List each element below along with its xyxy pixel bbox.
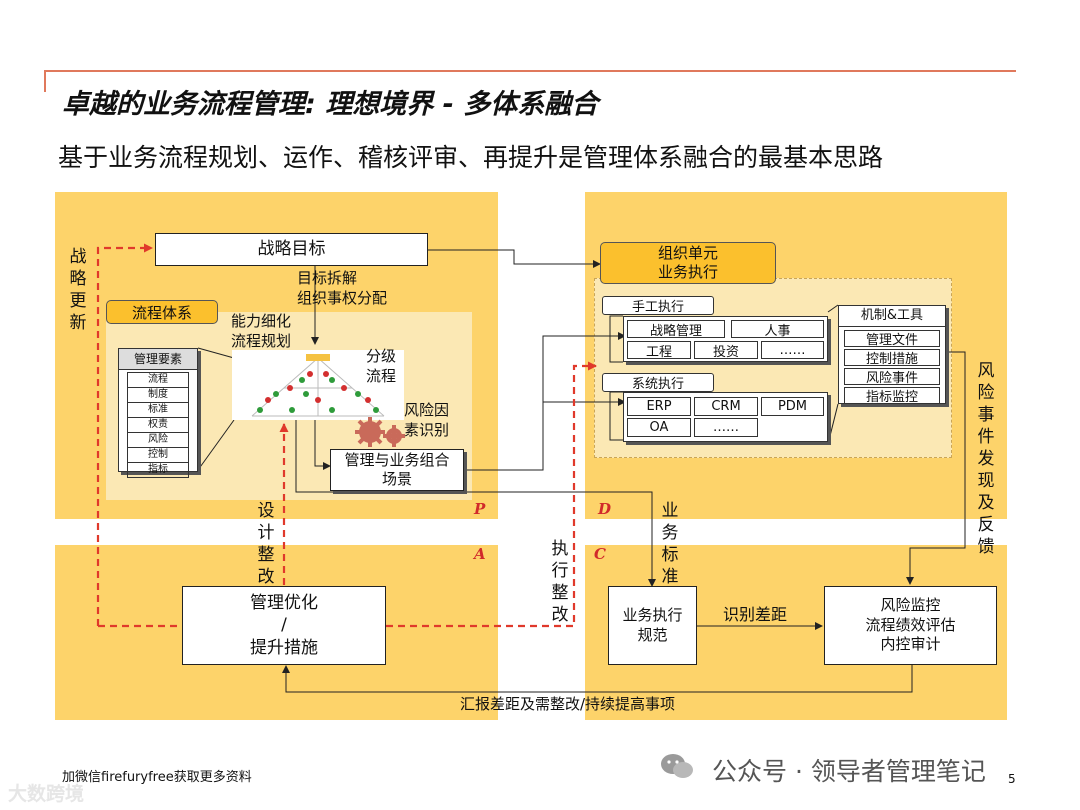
gear-icon <box>352 414 408 448</box>
monitor-line-1: 风险监控 <box>880 596 940 616</box>
system-cell: PDM <box>761 397 824 416</box>
scenario-line-2: 场景 <box>382 470 412 490</box>
label-process-planning: 流程规划 <box>231 331 291 351</box>
manual-execution-title: 手工执行 <box>602 296 714 315</box>
bracket-mgmt-top <box>198 420 234 470</box>
process-system-tag: 流程体系 <box>106 300 218 324</box>
label-business-standard: 业务标准 <box>660 500 680 588</box>
monitor-line-2: 流程绩效评估 <box>865 616 955 636</box>
exec-norm-box: 业务执行 规范 <box>608 586 697 665</box>
bracket-mech-bottom <box>828 404 838 444</box>
optimize-box: 管理优化 / 提升措施 <box>182 586 386 665</box>
footer-note: 加微信firefuryfree获取更多资料 <box>62 766 252 785</box>
label-goal-breakdown: 目标拆解 <box>297 268 357 288</box>
mgmt-element-item: 风险 <box>128 433 188 448</box>
label-report-gap: 汇报差距及需整改/持续提高事项 <box>460 694 675 714</box>
system-cell: ERP <box>627 397 691 416</box>
manual-cell: 工程 <box>627 341 691 359</box>
system-cell: …… <box>694 418 758 437</box>
label-execute-rectify: 执行整改 <box>550 538 570 626</box>
label-tiered: 分级 <box>366 346 396 366</box>
mgmt-element-item: 标准 <box>128 403 188 418</box>
mgmt-element-item: 控制 <box>128 448 188 463</box>
mgmt-elements-title: 管理要素 <box>119 349 197 370</box>
scenario-line-1: 管理与业务组合 <box>344 451 449 471</box>
mechanism-item: 指标监控 <box>844 387 940 404</box>
label-design-rectify: 设计整改 <box>256 500 276 588</box>
manual-cell: 战略管理 <box>627 320 725 338</box>
manual-cell: 人事 <box>731 320 824 338</box>
mgmt-element-item: 流程 <box>128 373 188 388</box>
mechanism-item: 控制措施 <box>844 349 940 366</box>
arrow-to-exec-norm <box>296 420 652 586</box>
label-org-authority: 组织事权分配 <box>297 288 387 308</box>
watermark: 大数跨境 <box>8 779 84 806</box>
system-cell: OA <box>627 418 691 437</box>
monitor-line-3: 内控审计 <box>880 635 940 655</box>
mgmt-element-item: 指标 <box>128 463 188 478</box>
mgmt-elements-card: 管理要素 流程 制度 标准 权责 风险 控制 指标 <box>118 348 198 472</box>
label-identify-gap: 识别差距 <box>723 604 787 626</box>
org-unit-line-1: 组织单元 <box>658 244 718 263</box>
wechat-account: 公众号 · 领导者管理笔记 <box>712 752 986 788</box>
label-risk-factor: 风险因 <box>404 400 449 420</box>
wechat-icon <box>660 752 694 780</box>
bracket-system <box>610 392 623 440</box>
label-strategy-update: 战略更新 <box>68 246 88 334</box>
label-capability: 能力细化 <box>231 311 291 331</box>
arrow-report-gap <box>286 665 912 692</box>
bracket-mech-top <box>828 305 838 312</box>
optimize-line-1: 管理优化 <box>250 592 318 614</box>
arrow-pyramid-to-scenario <box>315 420 330 466</box>
page-number: 5 <box>1008 772 1016 786</box>
scenario-box: 管理与业务组合 场景 <box>330 449 464 491</box>
strategy-goal-box: 战略目标 <box>155 233 428 266</box>
mechanism-tools-card: 机制&工具 管理文件 控制措施 风险事件 指标监控 <box>838 305 946 404</box>
mechanism-item: 管理文件 <box>844 330 940 347</box>
mechanism-title: 机制&工具 <box>839 306 945 327</box>
label-risk-feedback: 风险事件发现及反馈 <box>976 360 996 558</box>
org-unit-tag: 组织单元 业务执行 <box>600 242 776 284</box>
bracket-manual <box>610 316 623 362</box>
optimize-line-3: 提升措施 <box>250 637 318 659</box>
optimize-line-2: / <box>281 614 287 636</box>
manual-cell: …… <box>761 341 824 359</box>
bracket-mgmt-bottom <box>198 348 234 358</box>
manual-cell: 投资 <box>694 341 758 359</box>
mgmt-element-item: 权责 <box>128 418 188 433</box>
mgmt-element-item: 制度 <box>128 388 188 403</box>
label-process: 流程 <box>366 366 396 386</box>
risk-monitor-box: 风险监控 流程绩效评估 内控审计 <box>824 586 997 665</box>
label-factor-id: 素识别 <box>404 420 449 440</box>
exec-norm-line-1: 业务执行 <box>622 606 682 626</box>
arrow-goal-to-org <box>428 250 600 264</box>
mechanism-item: 风险事件 <box>844 368 940 385</box>
system-execution-title: 系统执行 <box>602 373 714 392</box>
arrow-scenario-to-manual <box>465 336 625 470</box>
exec-norm-line-2: 规范 <box>637 626 667 646</box>
system-cell: CRM <box>694 397 758 416</box>
org-unit-line-2: 业务执行 <box>658 263 718 282</box>
